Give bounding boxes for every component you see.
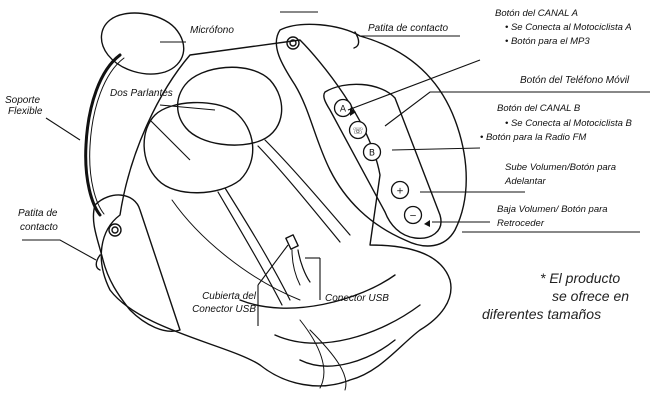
label-canal-a-3: • Botón para el MP3 xyxy=(505,36,590,47)
label-microfono: Micrófono xyxy=(190,25,234,36)
label-baja-1: Baja Volumen/ Botón para xyxy=(497,204,608,215)
speaker-upper xyxy=(176,66,283,146)
headset-body xyxy=(100,39,452,387)
channel-b-button: B xyxy=(362,142,382,162)
channel-b-button-glyph: B xyxy=(369,149,375,159)
left-flap xyxy=(92,194,181,332)
label-parlantes: Dos Parlantes xyxy=(110,88,173,99)
volume-up-button-glyph: + xyxy=(396,187,404,197)
label-soporte-1: Soporte xyxy=(5,95,41,106)
note-line-1: * El producto xyxy=(540,270,621,286)
label-sube-1: Sube Volumen/Botón para xyxy=(505,162,617,173)
label-soporte-2: Flexible xyxy=(8,106,43,117)
label-canal-b-3: • Botón para la Radio FM xyxy=(480,132,587,143)
volume-down-button-glyph: − xyxy=(409,212,417,222)
label-baja-2: Retroceder xyxy=(497,218,544,229)
volume-down-button: − xyxy=(403,205,423,225)
speaker-lower xyxy=(143,101,254,194)
volume-up-button: + xyxy=(390,180,410,200)
label-canal-b-2: • Se Conecta al Motociclista B xyxy=(505,118,632,129)
label-telefono: Botón del Teléfono Móvil xyxy=(520,75,630,86)
flexible-support xyxy=(84,53,122,217)
label-patita-left-1: Patita de xyxy=(18,208,58,219)
label-conector: Conector USB xyxy=(325,293,389,304)
label-cubierta-1: Cubierta del xyxy=(202,291,256,302)
label-canal-a-2: • Se Conecta al Motociclista A xyxy=(505,22,632,33)
label-sube-2: Adelantar xyxy=(505,176,546,187)
note-line-3: diferentes tamaños xyxy=(482,306,602,322)
phone-button-glyph: ☏ xyxy=(352,127,363,137)
button-strip xyxy=(323,83,442,239)
note-line-2: se ofrece en xyxy=(552,288,630,304)
phone-button: ☏ xyxy=(348,120,368,140)
label-canal-b-1: Botón del CANAL B xyxy=(497,103,581,114)
label-patita-left-2: contacto xyxy=(20,222,58,233)
control-panel-shell xyxy=(275,23,467,247)
microphone xyxy=(100,12,185,75)
label-canal-a-1: Botón del CANAL A xyxy=(495,8,578,19)
label-cubierta-2: Conector USB xyxy=(192,304,256,315)
channel-a-button: A xyxy=(333,98,353,118)
channel-a-button-glyph: A xyxy=(340,105,347,115)
label-patita-top: Patita de contacto xyxy=(368,23,449,34)
